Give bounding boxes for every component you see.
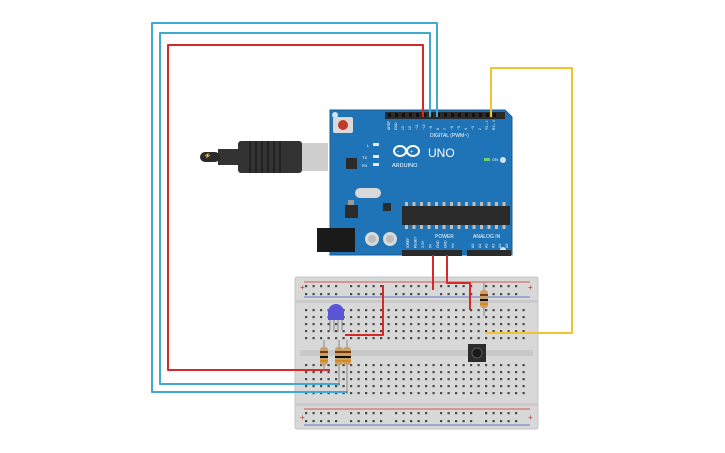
svg-text:-: -: [397, 150, 399, 156]
pin-label: TX→1: [485, 120, 489, 130]
resistor-icon[interactable]: [480, 283, 488, 316]
wire-red-led: [345, 285, 384, 336]
analog-pin-label: A2: [485, 244, 489, 248]
pin-label: 4: [464, 128, 468, 130]
resistor-icon[interactable]: [343, 340, 351, 394]
power-pin-label: Vin: [451, 243, 455, 248]
reset-button-icon[interactable]: [333, 117, 353, 133]
regulator: [345, 205, 358, 218]
rail-plus-label-bottom-right: +: [528, 413, 533, 422]
resistor-icon[interactable]: [335, 340, 343, 386]
rail-plus-label-bottom: +: [300, 413, 305, 422]
pin-label: GND: [394, 122, 398, 130]
pin-label: ~11: [415, 124, 419, 130]
rail-plus-label-right: +: [528, 283, 533, 292]
pin-label: AREF: [387, 121, 391, 130]
analog-pin-label: A3: [491, 244, 495, 248]
wire-cyan-inner: [159, 32, 431, 385]
arduino-logo-icon: - +: [393, 145, 420, 157]
power-pin-label: 5V: [429, 243, 433, 248]
power-pin-label: IOREF: [406, 238, 410, 248]
pin-label: 12: [408, 126, 412, 130]
wire-red-gnd: [446, 255, 471, 310]
power-pin-label: 3.3V: [421, 240, 425, 248]
resistor-icon[interactable]: [320, 340, 328, 372]
arduino-logo-text: ARDUINO: [392, 163, 418, 169]
pin-label: 7: [443, 128, 447, 130]
board-model: UNO: [428, 146, 455, 160]
microcontroller-chip: [402, 206, 510, 225]
wires[interactable]: [151, 22, 573, 393]
breadboard[interactable]: + + + +: [294, 276, 539, 430]
crystal: [355, 188, 381, 198]
analog-header: [467, 250, 511, 256]
on-led-label: ON: [492, 157, 498, 162]
small-chip: [383, 203, 391, 211]
usb-cable-icon[interactable]: [200, 141, 328, 173]
led-l-label: L: [367, 143, 370, 148]
wire-red-left: [167, 44, 424, 371]
digital-label: DIGITAL (PWM~): [430, 133, 469, 139]
pushbutton-icon[interactable]: [468, 344, 486, 362]
power-header: [402, 250, 462, 256]
usb-chip: [346, 158, 357, 169]
analog-pin-label: A1: [478, 244, 482, 248]
pin-label: RX←0: [492, 120, 496, 130]
power-pin-label: GND: [436, 240, 440, 248]
pin-label: ~9: [429, 126, 433, 130]
power-pin-label: GND: [444, 240, 448, 248]
analog-pin-label: A5: [505, 244, 509, 248]
rail-plus-label: +: [300, 283, 305, 292]
pin-label: ~3: [471, 126, 475, 130]
pin-label: ~6: [450, 126, 454, 130]
breadboard-holes: [305, 285, 525, 423]
pin-label: ~10: [422, 124, 426, 130]
led-tx-label: TX: [362, 155, 367, 160]
capacitor-icon: [365, 232, 397, 246]
rgb-led-icon[interactable]: [328, 304, 344, 332]
analog-pin-label: A0: [471, 244, 475, 248]
svg-text:+: +: [410, 150, 414, 156]
pin-label: ~5: [457, 126, 461, 130]
wire-yellow: [485, 67, 573, 334]
analog-label: ANALOG IN: [473, 234, 501, 240]
pin-label: 8: [436, 128, 440, 130]
pin-label: 13: [401, 126, 405, 130]
led-rx-label: RX: [362, 163, 368, 168]
analog-pin-label: A4: [498, 244, 502, 248]
power-pin-label: RESET: [414, 237, 418, 248]
power-label: POWER: [435, 234, 454, 240]
wire-cyan-outer: [151, 22, 438, 393]
power-jack-icon[interactable]: [317, 228, 355, 252]
pin-label: 2: [478, 128, 482, 130]
